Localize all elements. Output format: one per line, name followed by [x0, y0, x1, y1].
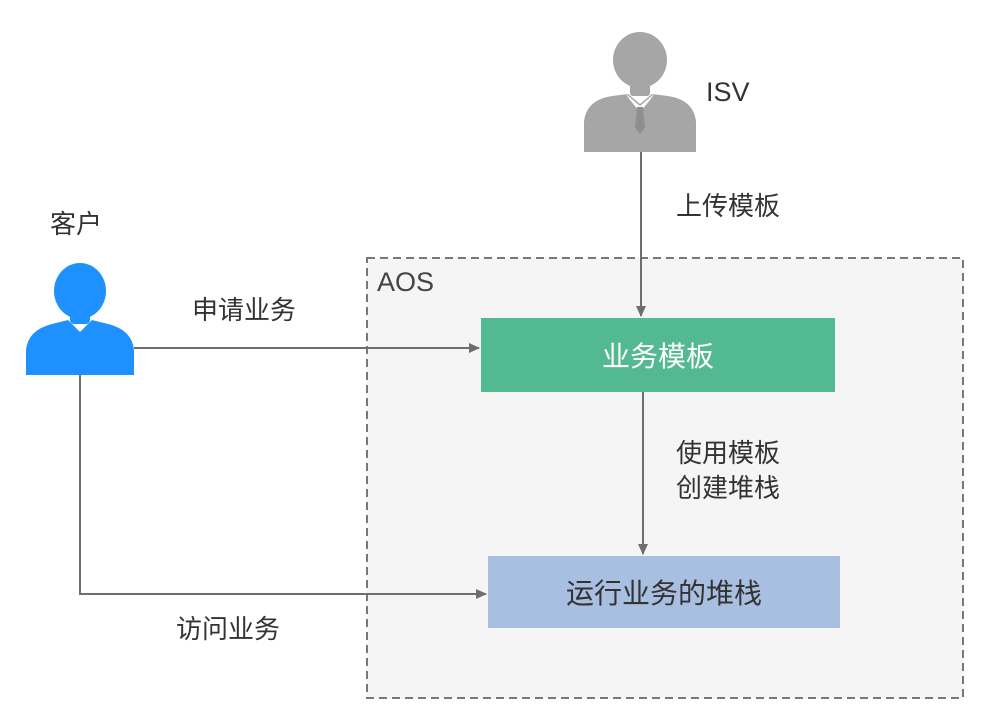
- business-template-label: 业务模板: [601, 340, 714, 373]
- visit-business-arrow: [79, 375, 487, 599]
- business-template-node: [481, 318, 835, 392]
- running-stack-label: 运行业务的堆栈: [565, 577, 762, 610]
- customer-label: 客户: [50, 210, 103, 240]
- upload-template-label: 上传模板: [676, 192, 781, 222]
- apply-business-label: 申请业务: [192, 296, 297, 326]
- running-stack-node: [488, 556, 840, 628]
- create-stack-label: 使用模板 创建堆栈: [676, 439, 781, 505]
- aos-container-label: AOS: [377, 267, 435, 297]
- isv-label: ISV: [706, 77, 750, 107]
- customer-person-icon: [26, 263, 134, 375]
- visit-business-label: 访问业务: [176, 615, 281, 645]
- isv-person-icon: [584, 32, 696, 152]
